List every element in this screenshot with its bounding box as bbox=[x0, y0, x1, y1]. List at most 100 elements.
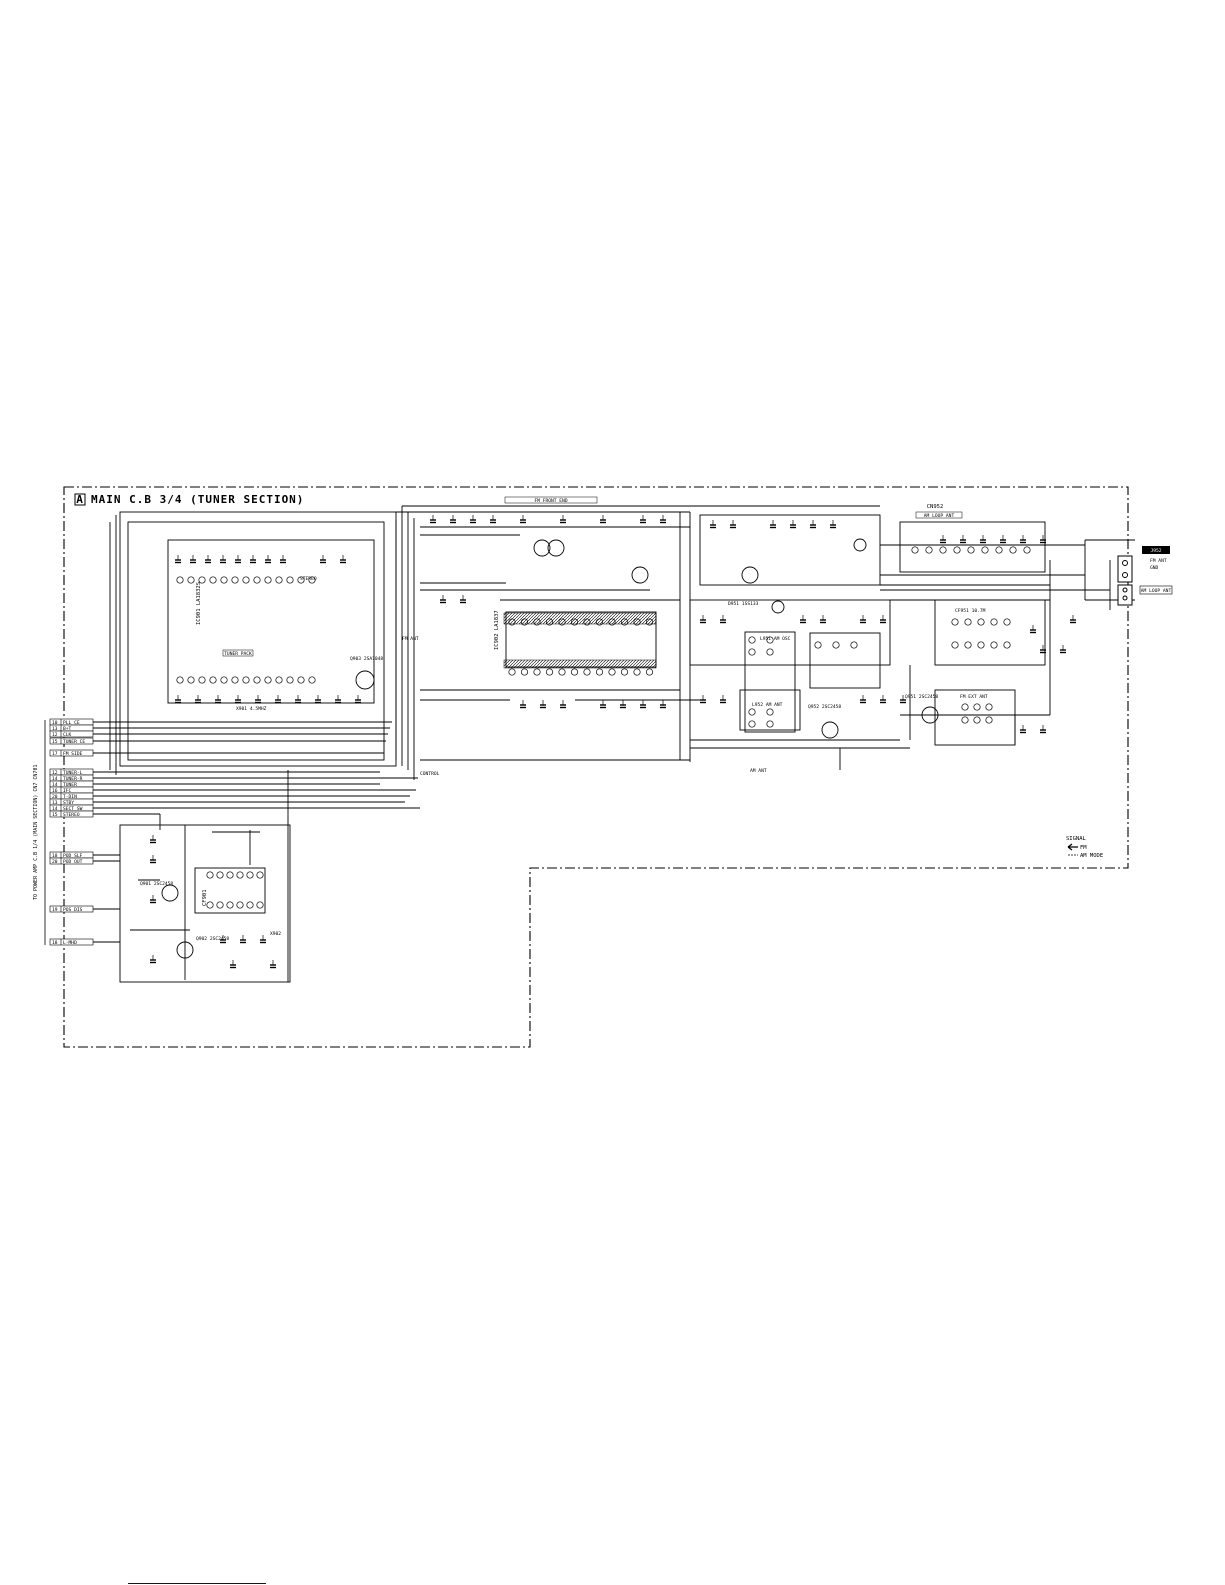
ic-pin bbox=[198, 676, 206, 684]
label-stereo: STEREO bbox=[300, 576, 317, 582]
ic-pin bbox=[1003, 641, 1011, 649]
ic-pin bbox=[748, 708, 756, 716]
ic-pin bbox=[748, 636, 756, 644]
connector-pin: 15 STEREO bbox=[49, 810, 94, 818]
connector-pin-number: 15 bbox=[52, 812, 58, 818]
connector-pin-number: 13 bbox=[52, 726, 58, 732]
ic-pin bbox=[206, 871, 214, 879]
connector-pin-number: 16 bbox=[52, 788, 58, 794]
connector-pin-number: 17 bbox=[52, 751, 58, 757]
ic-pin bbox=[981, 546, 989, 554]
ic-pin bbox=[814, 641, 822, 649]
legend-line1: SIGNAL bbox=[1066, 836, 1087, 842]
ic-pin bbox=[977, 641, 985, 649]
connector-pin-label: CLK bbox=[63, 732, 72, 738]
ic-pin bbox=[558, 668, 566, 676]
ic-pin bbox=[308, 576, 316, 584]
ic-pin bbox=[216, 901, 224, 909]
signal-legend: SIGNAL FM AM MODE bbox=[1066, 836, 1103, 859]
connector-pin-label: STEREO bbox=[63, 812, 80, 818]
label-d951: D951 1SS133 bbox=[728, 601, 759, 607]
connector-pin-number: 12 bbox=[52, 732, 58, 738]
ic-pin bbox=[961, 716, 969, 724]
connector-pin-label: B+T bbox=[63, 726, 72, 732]
ic-pin bbox=[973, 716, 981, 724]
connector-pin-number: 20 bbox=[52, 794, 58, 800]
section-box-letter bbox=[74, 493, 86, 506]
section-border bbox=[63, 486, 1129, 1048]
ic-pin bbox=[570, 668, 579, 676]
ic-pin bbox=[990, 641, 998, 649]
ic-pin bbox=[985, 716, 993, 724]
label-q902: Q902 2SC2458 bbox=[196, 936, 229, 942]
ic-pin bbox=[256, 901, 264, 909]
connector-pin-label: T-DIN bbox=[63, 794, 77, 800]
ic-pin bbox=[220, 676, 228, 684]
ic-pin bbox=[206, 901, 214, 909]
ic-pin bbox=[850, 641, 858, 649]
ic-pin bbox=[253, 676, 261, 684]
connector-pin-number: 12 bbox=[52, 770, 58, 776]
connector-pin-number: 20 bbox=[52, 859, 58, 865]
connector-pin-number: 13 bbox=[52, 800, 58, 806]
ic-pin bbox=[766, 720, 774, 728]
jack-label-box bbox=[1142, 546, 1170, 554]
ic-pin bbox=[209, 576, 217, 584]
ic-pin bbox=[973, 703, 981, 711]
label-x901: X901 4.5MHZ bbox=[236, 706, 267, 712]
ic-pin bbox=[533, 668, 541, 676]
ic-pin bbox=[608, 668, 616, 676]
connector-pin-number: 14 bbox=[52, 776, 58, 782]
ic-pin bbox=[995, 546, 1003, 554]
label-fm-ant: FM ANT bbox=[402, 636, 419, 642]
label-am-ant: AM ANT bbox=[750, 768, 767, 774]
connector-pin-label: TUNER-R bbox=[63, 776, 83, 782]
jack-ant-label: FM ANT bbox=[1150, 558, 1167, 564]
label-ic-main: IC901 LA1832S bbox=[196, 582, 202, 625]
jack-label: J952 bbox=[1150, 548, 1161, 554]
ic-pin bbox=[766, 708, 774, 716]
connector-pin-label: POD OUT bbox=[63, 859, 83, 865]
ic-pin bbox=[256, 871, 264, 879]
ic-pin bbox=[297, 576, 305, 584]
jack-gnd-label: GND bbox=[1150, 565, 1159, 571]
label-fm-if: CF951 10.7M bbox=[955, 608, 986, 614]
ic-pin bbox=[766, 648, 774, 656]
connector-pin-label: PLL CE bbox=[63, 720, 80, 726]
ic-pin bbox=[226, 871, 234, 879]
ic-pin bbox=[545, 668, 554, 676]
ic-pin bbox=[967, 546, 975, 554]
ic-pin bbox=[964, 641, 972, 649]
ic-pin bbox=[748, 648, 756, 656]
ic-pin bbox=[951, 641, 959, 649]
connector-pin-number: 14 bbox=[52, 782, 58, 788]
ic-pin bbox=[939, 546, 947, 554]
ic-pin bbox=[275, 676, 283, 684]
ic-pin bbox=[216, 871, 224, 879]
ic-pin bbox=[226, 901, 234, 909]
label-q901: Q901 2SC2458 bbox=[140, 881, 173, 887]
ic-pin bbox=[209, 676, 217, 684]
ic-pin bbox=[645, 668, 654, 676]
ic-pin bbox=[748, 720, 756, 728]
ic-pin bbox=[253, 576, 261, 584]
connector-pin-label: SECT SW bbox=[63, 806, 83, 812]
ic-pin bbox=[832, 641, 840, 649]
ic-pin bbox=[308, 676, 316, 684]
ic-pin bbox=[220, 576, 228, 584]
connector-pin-label: FM SIDE bbox=[63, 751, 83, 757]
ic-pin bbox=[961, 703, 969, 711]
ic-pin bbox=[925, 546, 933, 554]
ic-pin bbox=[766, 636, 774, 644]
connector-pin: 20 POD OUT bbox=[49, 857, 94, 865]
connector-pin-label: TUNER-L bbox=[63, 770, 83, 776]
ic-pin bbox=[275, 576, 283, 584]
ic-pin bbox=[583, 668, 591, 676]
ic-pin bbox=[242, 576, 250, 584]
ic-pin bbox=[297, 676, 305, 684]
component-labels: FM FRONT END CN952 AM LOOP ANT IC901 LA1… bbox=[140, 496, 988, 942]
